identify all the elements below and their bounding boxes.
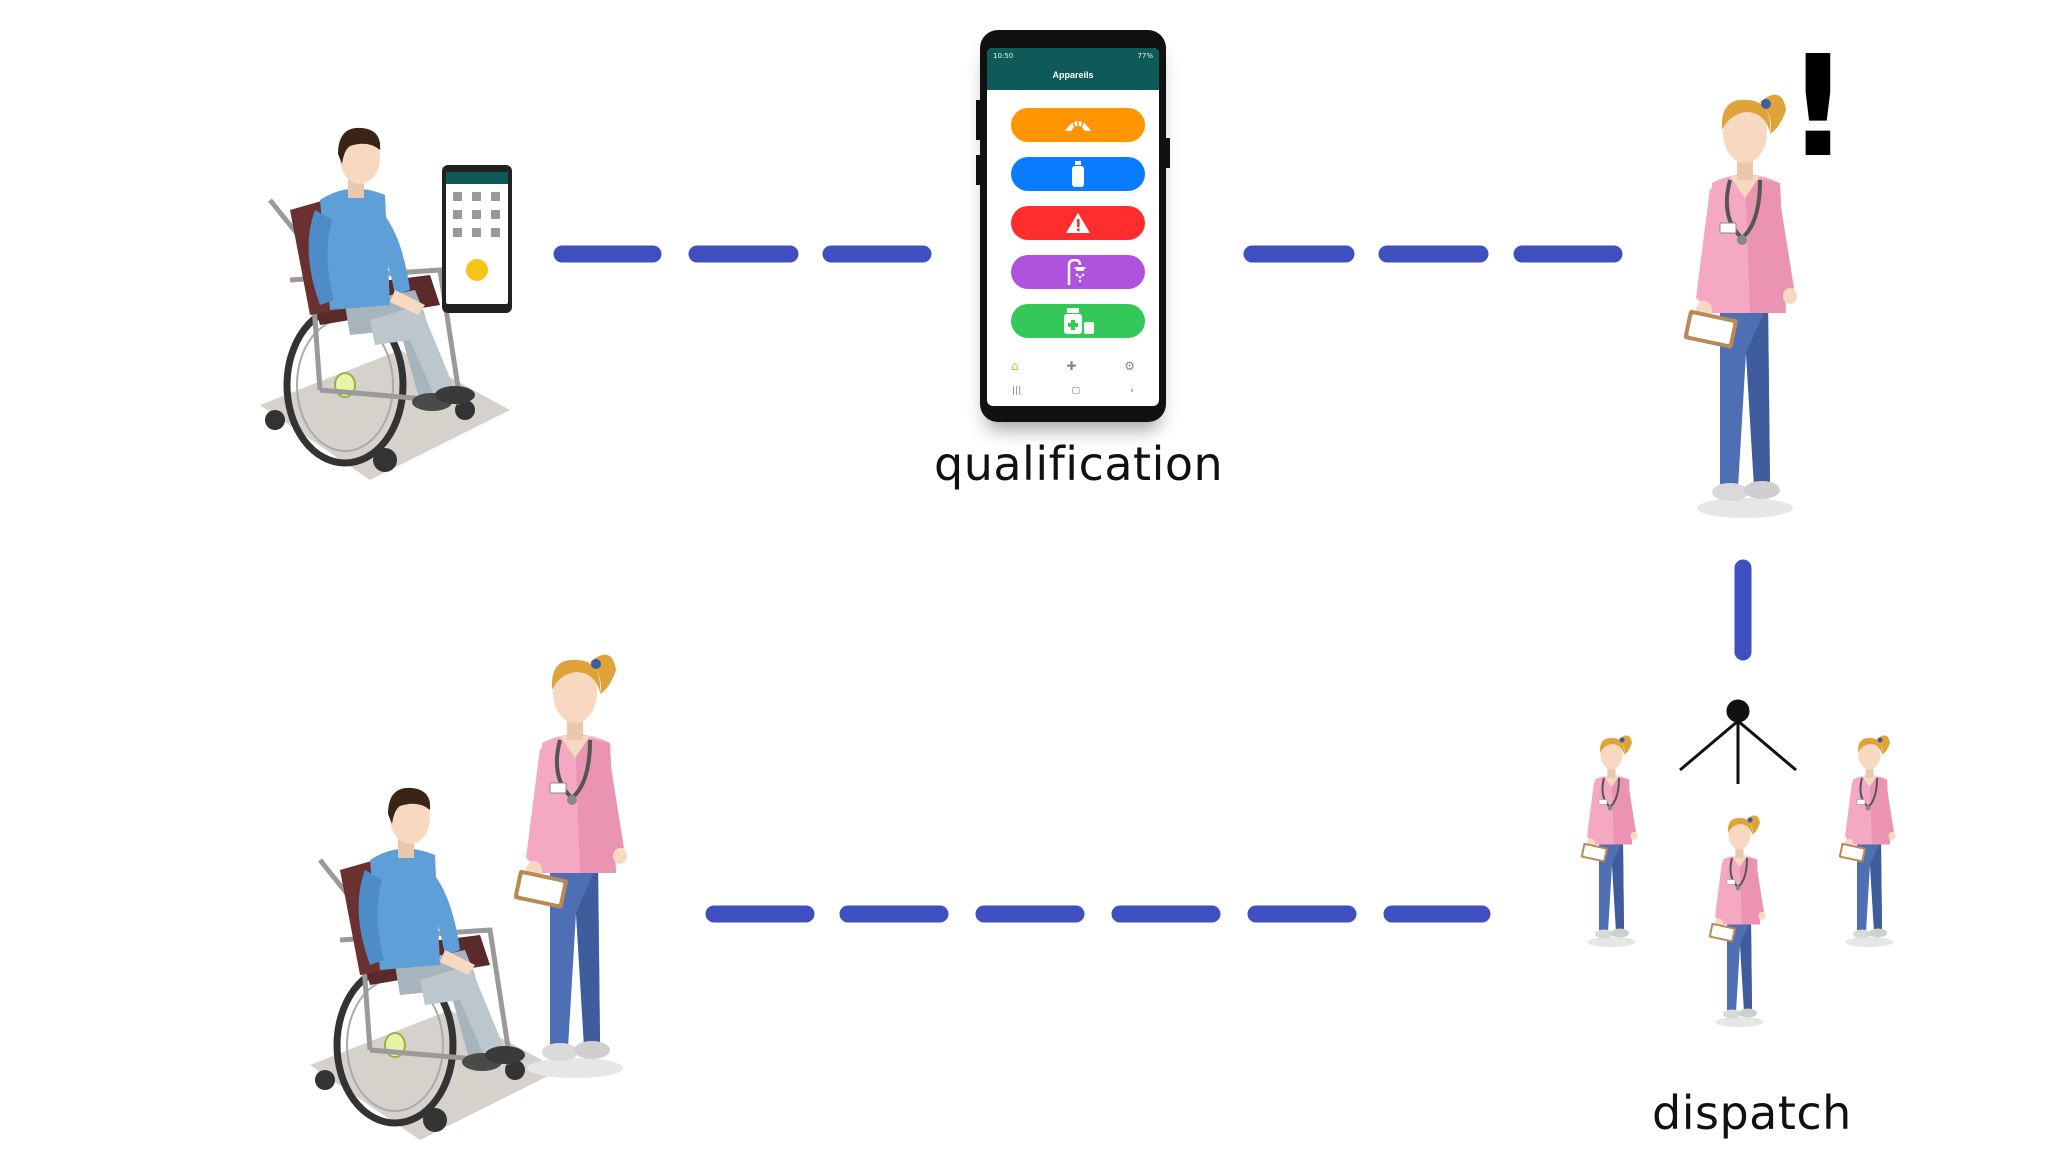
- status-time: 10:50: [993, 52, 1014, 60]
- bottle-icon: [1072, 161, 1084, 187]
- croissant-icon: [1065, 119, 1091, 131]
- dispatch-nurse-right: [1837, 734, 1897, 948]
- qualification-label: qualification: [934, 437, 1224, 491]
- warning-icon: [1066, 213, 1090, 233]
- dispatch-label: dispatch: [1652, 1086, 1852, 1140]
- medicine-icon: [1064, 308, 1094, 334]
- phone-system-bar: ||| ▢ ‹: [987, 382, 1159, 400]
- patient-with-phone: [260, 128, 512, 480]
- phone-screen: 10:50 77% Appareils: [987, 48, 1159, 406]
- home-button-icon[interactable]: ▢: [1071, 386, 1080, 396]
- medicine-button[interactable]: [1011, 304, 1145, 338]
- phone-header-title: Appareils: [987, 64, 1159, 90]
- phone-status-bar: 10:50 77%: [987, 48, 1159, 64]
- bottle-button[interactable]: [1011, 157, 1145, 191]
- home-icon[interactable]: ⌂: [1010, 359, 1019, 373]
- qualification-phone: 10:50 77% Appareils: [976, 30, 1170, 422]
- attending-nurse: [511, 652, 629, 1080]
- gear-icon[interactable]: ⚙: [1124, 359, 1136, 373]
- warning-button[interactable]: [1011, 206, 1145, 240]
- alert-exclamation: !: [1786, 26, 1850, 189]
- patient-phone: [442, 165, 512, 313]
- recent-apps-icon[interactable]: |||: [1012, 386, 1022, 396]
- shower-icon: [1067, 259, 1086, 285]
- croissant-button[interactable]: [1011, 108, 1145, 142]
- status-battery: 77%: [1137, 52, 1153, 60]
- plus-icon[interactable]: ✚: [1066, 359, 1077, 373]
- dispatch-nurse-left: [1579, 734, 1639, 948]
- dispatch-fork: [1679, 699, 1797, 784]
- dispatch-nurse-center: [1707, 814, 1767, 1028]
- dashed-connectors: [553, 245, 1752, 923]
- alerted-nurse: [1681, 92, 1799, 521]
- phone-bottom-nav: ⌂ ✚ ⚙: [987, 356, 1159, 376]
- shower-button[interactable]: [1011, 255, 1145, 289]
- back-icon[interactable]: ‹: [1130, 386, 1134, 396]
- patient-with-nurse: [310, 788, 560, 1140]
